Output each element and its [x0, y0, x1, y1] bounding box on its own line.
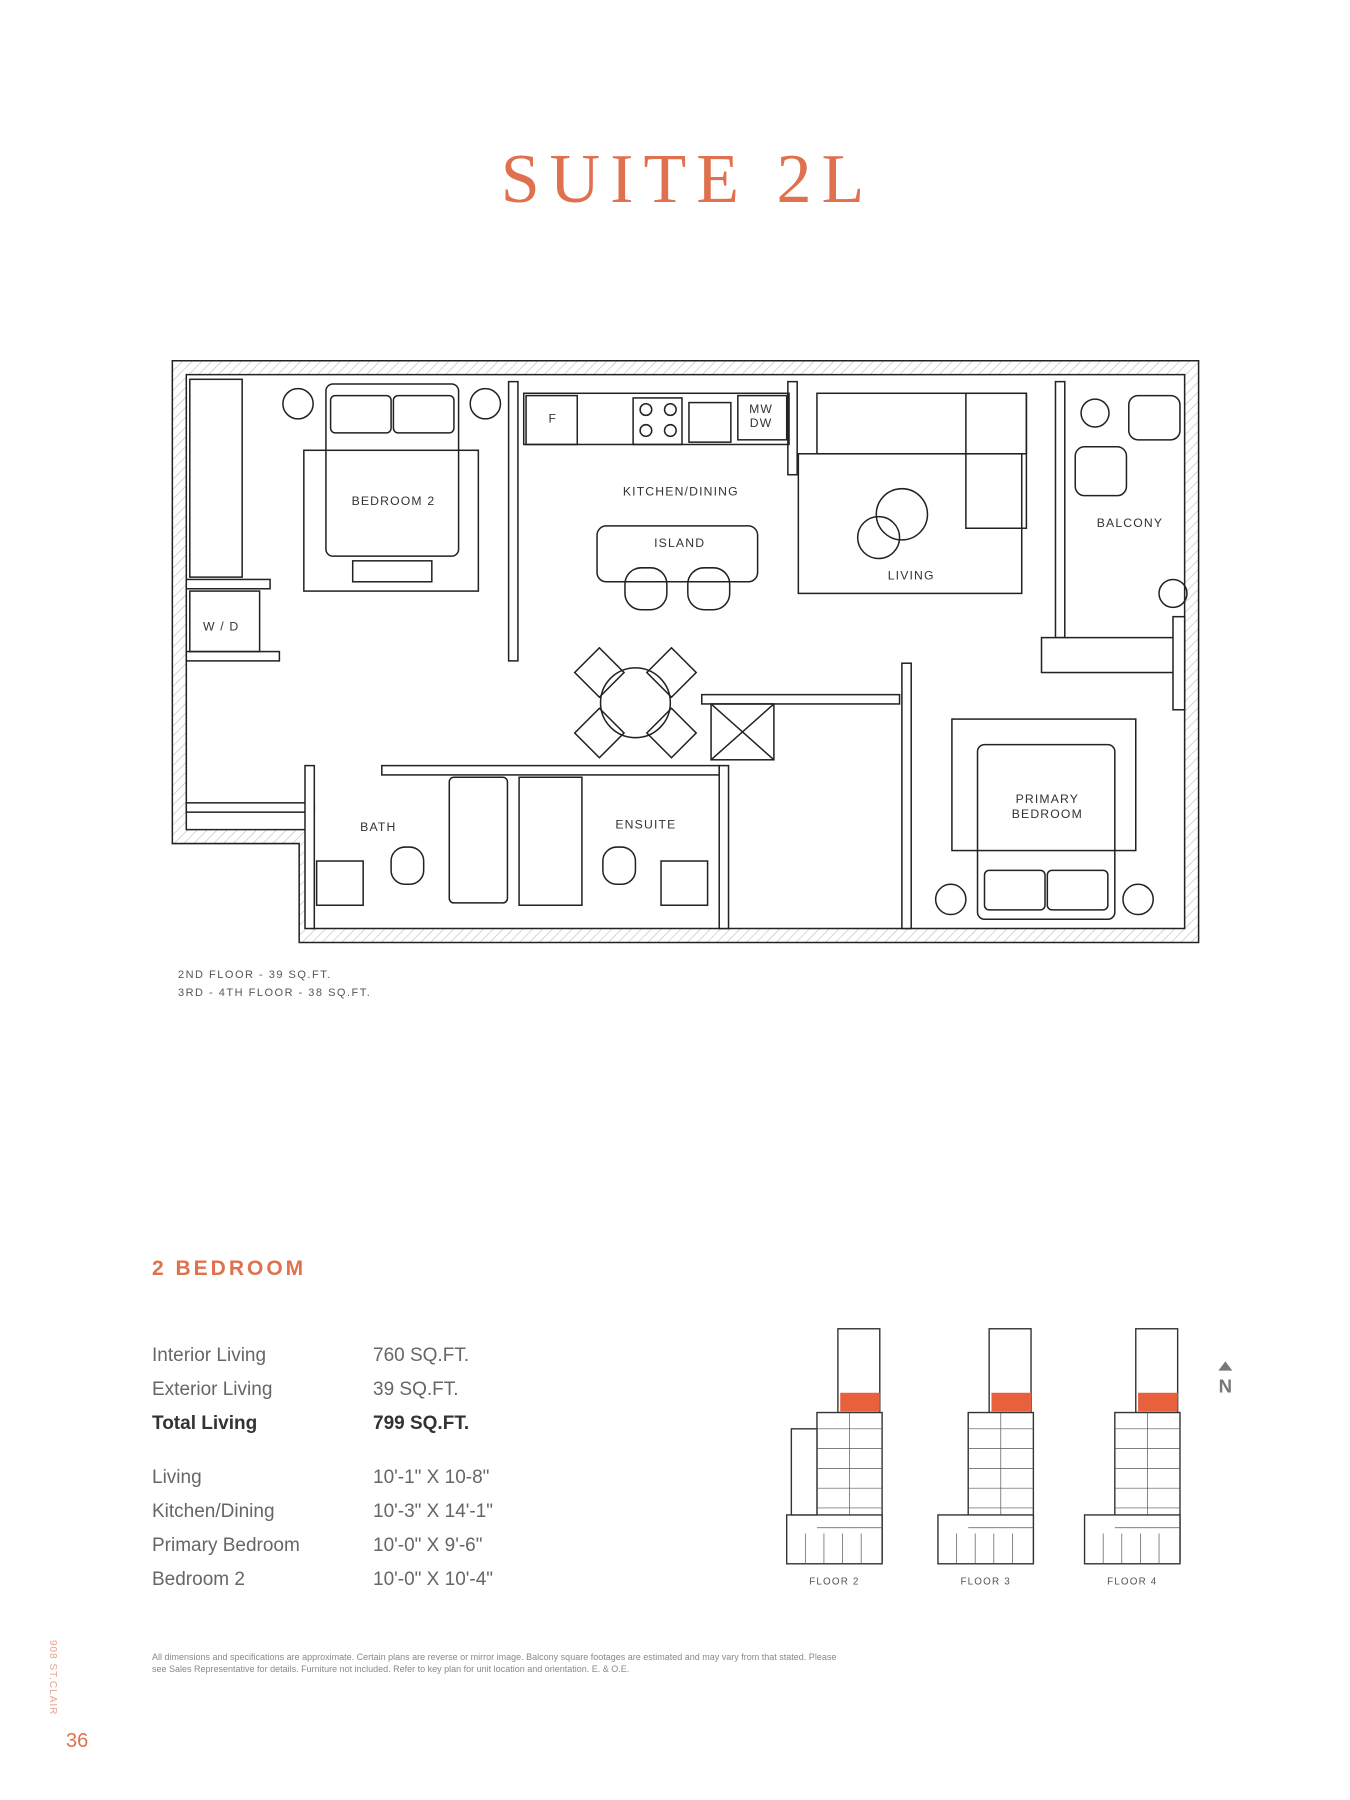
area-value: 760 SQ.FT.: [373, 1345, 470, 1366]
balcony-note-3rd-4th: 3RD - 4TH FLOOR - 38 SQ.FT.: [178, 987, 372, 999]
dimension-label: Bedroom 2: [152, 1569, 245, 1590]
room-label-living: LIVING: [888, 568, 935, 582]
key-plan-floor: FLOOR 4: [1083, 1328, 1181, 1588]
highlighted-unit: [991, 1392, 1032, 1412]
fridge-label: F: [549, 411, 558, 425]
area-label: Exterior Living: [152, 1379, 273, 1400]
highlighted-unit: [840, 1392, 880, 1412]
room-label-kitchen: KITCHEN/DINING: [623, 485, 739, 499]
room-label-ensuite: ENSUITE: [615, 817, 676, 831]
north-indicator: N: [1218, 1361, 1233, 1397]
dimension-value: 10'-1" X 10-8": [373, 1467, 490, 1488]
page-title: SUITE 2L: [500, 141, 875, 218]
dimension-value: 10'-0" X 10'-4": [373, 1569, 494, 1590]
room-label-bath: BATH: [360, 820, 396, 834]
room-label-primary: PRIMARY: [1016, 792, 1080, 806]
area-value: 39 SQ.FT.: [373, 1379, 459, 1400]
microwave-label: MW: [749, 402, 773, 416]
room-label-island: ISLAND: [654, 536, 705, 550]
highlighted-unit: [1138, 1392, 1178, 1412]
room-labels: BEDROOM 2 KITCHEN/DINING ISLAND LIVING B…: [203, 402, 1163, 834]
key-plan-label: FLOOR 3: [960, 1577, 1010, 1588]
north-label: N: [1219, 1376, 1232, 1397]
area-value: 799 SQ.FT.: [373, 1413, 470, 1434]
room-label-bedroom2: BEDROOM 2: [352, 494, 436, 508]
page-number: 36: [66, 1730, 89, 1752]
area-label: Total Living: [152, 1413, 258, 1434]
key-plan-label: FLOOR 2: [809, 1577, 859, 1588]
area-label: Interior Living: [152, 1345, 267, 1366]
dimension-label: Kitchen/Dining: [152, 1501, 275, 1522]
dishwasher-label: DW: [750, 416, 773, 430]
key-plan-floor: FLOOR 2: [786, 1328, 883, 1588]
north-arrow-icon: [1218, 1361, 1233, 1371]
walls: [171, 359, 1200, 944]
key-plan-floor: FLOOR 3: [937, 1328, 1035, 1588]
dimension-value: 10'-0" X 9'-6": [373, 1535, 483, 1556]
dimension-value: 10'-3" X 14'-1": [373, 1501, 494, 1522]
disclaimer: All dimensions and specifications are ap…: [152, 1652, 837, 1674]
room-label-balcony: BALCONY: [1097, 516, 1163, 530]
dimension-label: Primary Bedroom: [152, 1535, 300, 1556]
unit-type: 2 BEDROOM: [152, 1257, 307, 1280]
key-plans: FLOOR 2 FLOOR 3 FLOOR 4: [786, 1328, 1181, 1588]
balcony-note-2nd: 2ND FLOOR - 39 SQ.FT.: [178, 969, 332, 981]
side-label: 908 ST.CLAIR: [47, 1640, 58, 1716]
room-label-primary-bedroom: BEDROOM: [1012, 807, 1083, 821]
room-label-wd: W / D: [203, 620, 239, 634]
dimension-label: Living: [152, 1467, 202, 1488]
key-plan-label: FLOOR 4: [1107, 1577, 1157, 1588]
